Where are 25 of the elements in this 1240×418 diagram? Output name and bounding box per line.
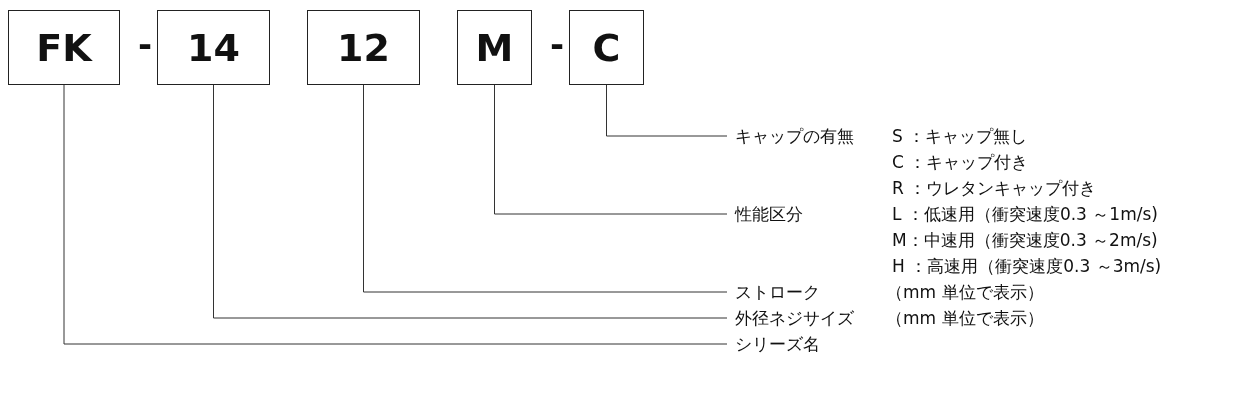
option-text: R ：ウレタンキャップ付き	[892, 177, 1097, 199]
leader-line	[606, 84, 728, 137]
option-text: L ：低速用（衝突速度0.3 ～1m/s)	[892, 203, 1158, 225]
option-text: S ：キャップ無し	[892, 125, 1028, 147]
leader-line	[494, 84, 728, 215]
code-box: M	[457, 10, 532, 85]
separator-dash: -	[138, 24, 153, 64]
leader-line	[363, 84, 728, 293]
option-text: H ：高速用（衝突速度0.3 ～3m/s)	[892, 255, 1162, 277]
code-box: FK	[8, 10, 120, 85]
separator-dash: -	[550, 24, 565, 64]
option-text: C ：キャップ付き	[892, 151, 1029, 173]
code-box: C	[569, 10, 644, 85]
field-name: ストローク	[727, 281, 820, 303]
unit-note: （mm 単位で表示）	[886, 281, 1044, 303]
field-name: 外径ネジサイズ	[727, 307, 854, 329]
field-name: キャップの有無	[727, 125, 854, 147]
option-text: M：中速用（衝突速度0.3 ～2m/s)	[892, 229, 1158, 251]
field-name: 性能区分	[727, 203, 803, 225]
code-box: 12	[307, 10, 420, 85]
unit-note: （mm 単位で表示）	[886, 307, 1044, 329]
leader-line	[213, 84, 728, 319]
leader-line	[63, 84, 728, 345]
field-name: シリーズ名	[727, 333, 820, 355]
code-box: 14	[157, 10, 270, 85]
